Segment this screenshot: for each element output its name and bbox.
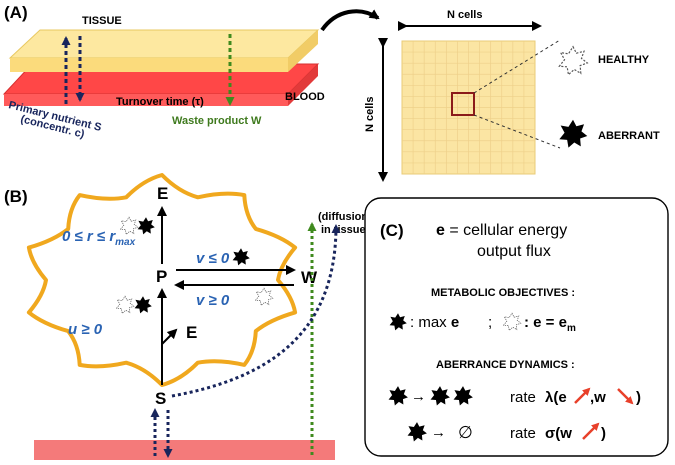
node-e-top: E	[157, 184, 168, 203]
aberrant-label: ABERRANT	[598, 130, 660, 142]
diffusion-label-line1: (diffusion	[318, 211, 368, 223]
energy-definition-line2: output flux	[477, 243, 551, 260]
blood-label: BLOOD	[285, 91, 325, 103]
aberrant-objective: : max e	[410, 314, 459, 331]
death-rate-open: σ(w	[545, 425, 572, 442]
nutrient-diffusion-arrow	[171, 224, 341, 398]
birth-rate-close: )	[636, 389, 641, 406]
waste-label: Waste product W	[172, 115, 262, 127]
birth-row-arrow: →	[411, 388, 426, 405]
highlighted-cell	[451, 92, 475, 116]
death-w-increase-arrow	[582, 422, 600, 440]
r-constraint: 0 ≤ r ≤ rmax	[62, 228, 136, 248]
aberrant-cell-icon	[559, 119, 588, 148]
empty-set-symbol: ∅	[458, 423, 473, 442]
diffusion-label-line2: in tissue)	[321, 224, 370, 236]
birth-rate-mid: ,w	[590, 389, 606, 406]
death-row-arrow: →	[431, 424, 446, 441]
healthy-label: HEALTHY	[598, 54, 650, 66]
panel-b-label: (B)	[4, 187, 28, 206]
cell-grid	[401, 40, 536, 175]
energy-definition-line1: e = cellular energy	[436, 222, 567, 239]
aberrant-star-r	[137, 217, 155, 235]
node-e-side: E	[186, 323, 197, 342]
objective-separator: ;	[488, 314, 492, 331]
metabolic-objectives-header: METABOLIC OBJECTIVES :	[431, 287, 575, 299]
aberrance-dynamics-header: ABERRANCE DYNAMICS :	[436, 359, 575, 371]
healthy-cell-icon	[558, 46, 588, 76]
healthy-star-u	[116, 295, 135, 314]
death-rate-word: rate	[510, 425, 536, 442]
v-lower-constraint: v ≥ 0	[196, 292, 230, 309]
panel-c-label: (C)	[380, 221, 404, 240]
healthy-star-v	[255, 287, 274, 306]
v-upper-constraint: v ≤ 0	[196, 250, 230, 267]
turnover-label: Turnover time (τ)	[116, 96, 204, 108]
birth-rate-open: λ(e	[545, 389, 567, 406]
birth-e-increase-arrow	[574, 387, 591, 404]
node-p: P	[156, 267, 167, 286]
u-constraint: u ≥ 0	[68, 321, 103, 338]
healthy-star-r	[120, 216, 139, 235]
death-rate-close: )	[601, 425, 606, 442]
tissue-label: TISSUE	[82, 15, 122, 27]
healthy-objective: : e = em	[524, 314, 576, 334]
n-cells-top-label: N cells	[447, 9, 482, 21]
zoom-line-top	[473, 39, 561, 94]
tissue-blood-slab	[2, 29, 320, 106]
tissue-layer	[8, 29, 320, 59]
node-w: W	[301, 268, 318, 287]
aberrant-star-v	[232, 248, 250, 266]
birth-rate-word: rate	[510, 389, 536, 406]
panel-a-label: (A)	[4, 3, 28, 22]
zoom-arrow	[320, 9, 380, 32]
s-to-e-arrow	[161, 328, 178, 345]
n-cells-side-label: N cells	[364, 97, 376, 132]
node-s: S	[155, 389, 166, 408]
birth-w-decrease-arrow	[617, 388, 634, 405]
blood-strip	[34, 440, 335, 460]
aberrant-star-u	[134, 296, 152, 314]
